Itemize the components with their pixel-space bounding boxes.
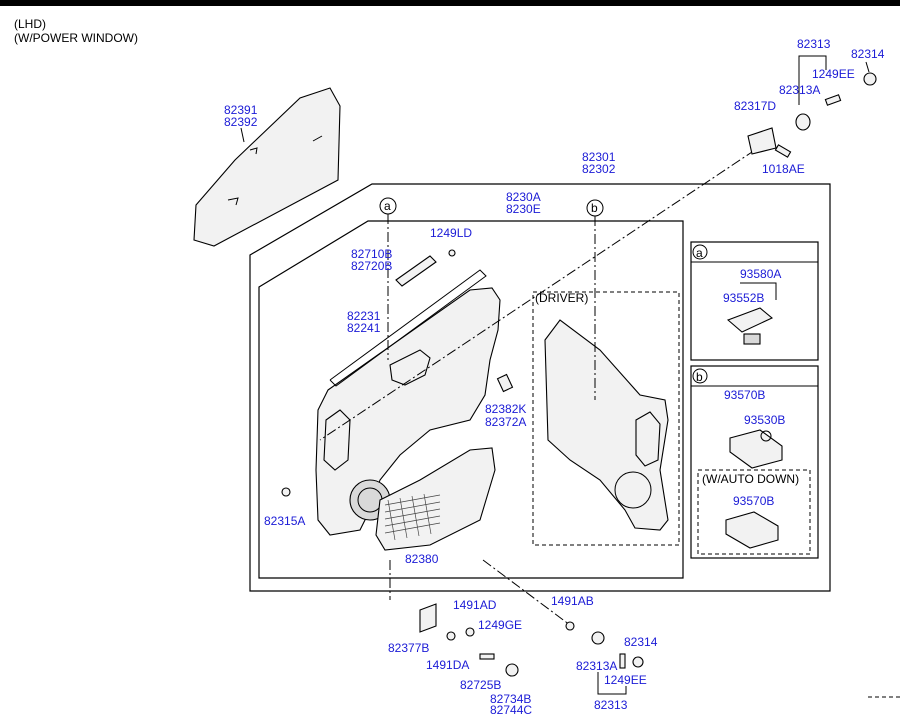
frame-inner-8230A [258,220,684,579]
header-lhd: (LHD) [14,17,46,31]
label-82734B: 82734B [490,692,531,706]
label-1249EE-top: 1249EE [812,67,855,81]
switch-93570B-auto [725,511,779,549]
cap-82314 [863,72,877,86]
leader-93580A [740,282,777,300]
detail-box-a [690,241,819,361]
box-b-letter: b [696,370,703,384]
label-82301: 82301 [582,150,616,164]
label-82382K: 82382K [485,402,526,416]
callout-a: a [384,199,391,213]
label-82231: 82231 [347,309,381,323]
label-93530B: 93530B [744,413,785,427]
label-1249EE-bot: 1249EE [604,673,647,687]
bracket-82382K [496,373,514,393]
lower-axis-line [482,559,571,626]
switch-93580A [726,307,774,333]
grip-handle-82710B [395,255,437,287]
glass-mark [312,135,323,142]
label-82313A-bot: 82313A [576,659,617,673]
label-1249GE: 1249GE [478,618,522,632]
cap-93530B [760,430,772,442]
label-auto-down: (W/AUTO DOWN) [702,472,799,486]
callout-b: b [591,201,598,215]
label-8230E: 8230E [506,202,541,216]
label-82377B: 82377B [388,641,429,655]
inside-handle-recess [389,349,431,386]
pocket-grille [384,493,441,541]
label-82313-bot: 82313 [594,698,628,712]
label-1491AB: 1491AB [551,594,594,608]
screw-1018AE [774,144,792,158]
cap-82314-bot [632,656,644,668]
label-82314-bot: 82314 [624,635,658,649]
driver-dashed-box [532,291,680,546]
label-1491DA: 1491DA [426,658,469,672]
bracket-82317D [747,127,777,155]
label-1249LD: 1249LD [430,226,472,240]
auto-down-dashed-box [697,469,811,555]
switch-93570B [729,429,783,469]
leader-82314 [865,61,870,73]
box-a-letter: a [696,246,703,260]
label-82317D: 82317D [734,99,776,113]
header-power-window: (W/POWER WINDOW) [14,31,138,45]
top-border [0,0,900,6]
label-82710B: 82710B [351,247,392,261]
box-b-badge [692,368,708,384]
clip-1491DA [446,631,456,641]
box-a-badge [692,244,708,260]
leader-82313-top [798,55,827,105]
screw-1249LD [448,249,456,257]
label-93570B-b: 93570B [733,494,774,508]
clip-1491AD [465,627,475,637]
leader-82313-bot [597,672,627,695]
label-82720B: 82720B [351,259,392,273]
driver-armrest [635,411,661,467]
label-82314-top: 82314 [851,47,885,61]
label-82725B: 82725B [460,678,501,692]
window-glass-82391 [193,87,341,247]
label-82744C: 82744C [490,703,532,717]
bolt-axis-line [319,139,771,441]
door-trim-panel-82231 [315,287,501,536]
label-82302: 82302 [582,162,616,176]
label-8230A: 8230A [506,190,541,204]
switch-93552B [743,333,761,345]
label-82380: 82380 [405,552,439,566]
bolt-1249EE-bot [619,653,626,669]
detail-box-b [690,365,819,559]
screw-1249GE [479,653,495,660]
armrest-pocket [323,409,351,471]
bracket-82377B [419,603,437,633]
label-82315A: 82315A [264,514,305,528]
label-driver: (DRIVER) [535,291,588,305]
label-82313-top: 82313 [797,37,831,51]
driver-door-trim [544,319,669,531]
glass-mark [249,147,258,155]
label-82392: 82392 [224,115,258,129]
label-93580A: 93580A [740,267,781,281]
label-1491AD: 1491AD [453,598,497,612]
cap-82734B [505,663,519,677]
trim-strip [329,269,487,387]
label-1018AE: 1018AE [762,162,805,176]
label-82372A: 82372A [485,415,526,429]
glass-mark [227,197,239,206]
clip-82315A [281,487,291,497]
grommet-82313A-bot [591,631,605,645]
label-82391: 82391 [224,103,258,117]
label-93552B: 93552B [723,291,764,305]
driver-speaker [614,471,652,509]
label-82241: 82241 [347,321,381,335]
leader-82391 [240,127,245,143]
frame-outer-82301 [249,183,831,592]
label-82313A-top: 82313A [779,83,820,97]
clip-1491AB [565,621,575,631]
bolt-1249EE [824,94,842,106]
map-pocket-82380 [375,447,496,551]
label-93570B-a: 93570B [724,388,765,402]
grommet-82313A [795,113,811,131]
